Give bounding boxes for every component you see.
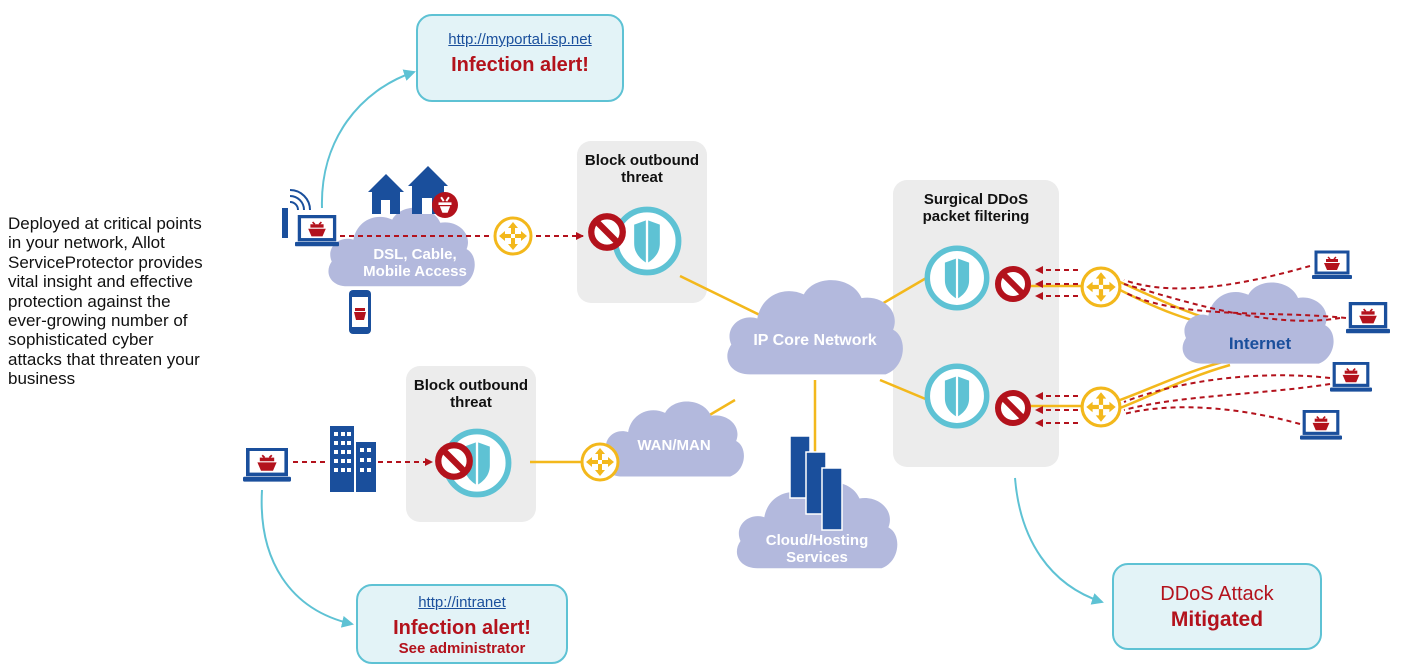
- callout-intranet-alert: http://intranet Infection alert! See adm…: [356, 584, 568, 664]
- laptop-icon: [1346, 302, 1390, 335]
- portal-url-link[interactable]: http://myportal.isp.net: [448, 31, 592, 48]
- block-icon: [998, 393, 1028, 423]
- cloud-hosting-line1: Cloud/Hosting: [765, 532, 869, 549]
- router-icon: [493, 216, 533, 256]
- panel-label-line1: Surgical DDoS: [923, 191, 1029, 208]
- threat-paths: [293, 232, 1347, 466]
- shield-icon: [927, 366, 986, 425]
- malware-bug-icon: [432, 192, 458, 218]
- portal-alert-text: Infection alert!: [451, 54, 589, 76]
- panel-block-bottom-label: Block outbound threat: [406, 377, 536, 411]
- cloud-access-line2: Mobile Access: [363, 263, 467, 280]
- description-text: Deployed at critical points in your netw…: [8, 214, 203, 389]
- panel-label-line2: packet filtering: [922, 208, 1030, 225]
- intranet-url-link[interactable]: http://intranet: [418, 594, 506, 611]
- router-icon: [580, 442, 620, 482]
- ddos-attack-text: DDoS Attack: [1160, 583, 1274, 605]
- callout-connectors: [260, 69, 1104, 628]
- cloud-wan-label: WAN/MAN: [614, 437, 734, 454]
- laptop-icon: [1312, 250, 1352, 281]
- intranet-alert-text: Infection alert!: [393, 617, 531, 639]
- wifi-signal-icon: [282, 189, 311, 238]
- server-icon: [789, 435, 843, 531]
- shield-icon: [927, 248, 986, 307]
- router-icon: [1080, 266, 1122, 308]
- panel-label-line1: Block outbound: [413, 377, 529, 394]
- laptop-icon: [1330, 362, 1372, 394]
- cloud-ip-core: [727, 280, 903, 375]
- panel-ddos-filter-label: Surgical DDoS packet filtering: [893, 191, 1059, 225]
- cloud-core-label: IP Core Network: [730, 332, 900, 349]
- block-icon: [591, 216, 623, 248]
- cloud-hosting-label: Cloud/Hosting Services: [732, 532, 902, 566]
- office-building-icon: [330, 426, 376, 492]
- laptop-icon: [243, 448, 291, 484]
- cloud-internet-text: Internet: [1228, 334, 1292, 353]
- cloud-wan-text: WAN/MAN: [637, 437, 711, 454]
- panel-label-line2: threat: [450, 394, 492, 411]
- cloud-core-text: IP Core Network: [753, 332, 877, 349]
- panel-block-top-label: Block outbound threat: [577, 152, 707, 186]
- house-icon: [368, 174, 404, 214]
- cloud-hosting-line2: Services: [786, 549, 848, 566]
- callout-ddos-mitigated: DDoS Attack Mitigated: [1112, 563, 1322, 650]
- block-icon: [438, 445, 470, 477]
- callout-portal-alert: http://myportal.isp.net Infection alert!: [416, 14, 624, 102]
- ddos-mitigated-text: Mitigated: [1170, 608, 1264, 631]
- block-icon: [998, 269, 1028, 299]
- laptop-icon: [1300, 410, 1342, 442]
- cloud-internet-label: Internet: [1210, 335, 1310, 352]
- cloud-access-label: DSL, Cable, Mobile Access: [340, 246, 490, 280]
- panel-label-line2: threat: [621, 169, 663, 186]
- smartphone-icon: [349, 290, 371, 334]
- panel-label-line1: Block outbound: [584, 152, 700, 169]
- shield-icon: [616, 210, 679, 273]
- intranet-alert-sub: See administrator: [398, 640, 526, 657]
- laptop-icon: [295, 215, 339, 249]
- cloud-access-line1: DSL, Cable,: [373, 246, 457, 263]
- router-icon: [1080, 386, 1122, 428]
